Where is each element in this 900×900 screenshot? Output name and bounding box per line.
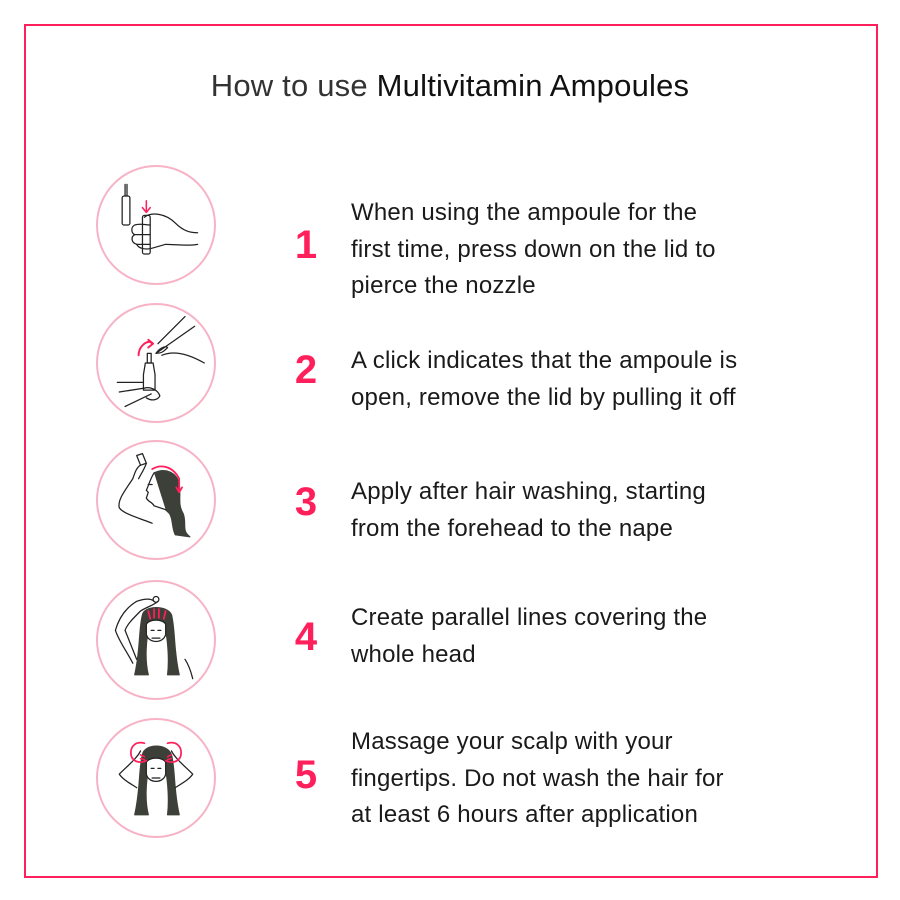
pink-border-frame	[24, 24, 878, 878]
step-4: 4 Create parallel lines covering the who…	[0, 580, 900, 710]
step-text: When using the ampoule for the first tim…	[351, 199, 716, 299]
remove-lid-icon	[96, 303, 216, 423]
title-product: Multivitamin Ampoules	[376, 68, 690, 103]
title-prefix: How to use	[210, 68, 368, 103]
step-number: 2	[294, 348, 318, 392]
step-2: 2 A click indicates that the ampoule is …	[0, 303, 900, 433]
step-number: 4	[294, 615, 318, 659]
step-text: A click indicates that the ampoule is op…	[351, 347, 738, 411]
step-1: 1 When using the ampoule for the first t…	[0, 165, 900, 299]
step-3: 3 Apply after hair washing, starting fro…	[0, 440, 900, 570]
step-number: 5	[294, 753, 318, 797]
step-5: 5 Massage your scalp with your fingertip…	[0, 718, 900, 848]
parallel-lines-icon	[96, 580, 216, 700]
apply-forehead-to-nape-icon	[96, 440, 216, 560]
press-ampoule-lid-icon	[96, 165, 216, 285]
step-text: Massage your scalp with your fingertips.…	[351, 728, 724, 828]
step-number: 3	[294, 480, 318, 524]
page-title: How to use Multivitamin Ampoules	[0, 68, 900, 104]
massage-scalp-icon	[96, 718, 216, 838]
step-text: Apply after hair washing, starting from …	[351, 478, 706, 542]
step-text: Create parallel lines covering the whole…	[351, 604, 708, 668]
step-number: 1	[294, 223, 318, 267]
